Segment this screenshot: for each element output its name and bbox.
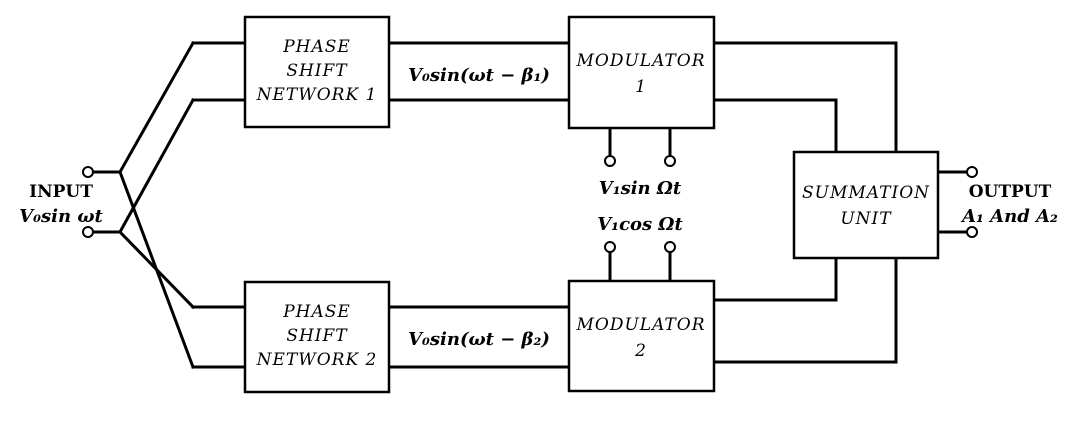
phase-shift-2-line1: PHASE (282, 302, 351, 322)
carrier-cos-terminal-left (604, 241, 616, 253)
output-terminal-bottom (966, 226, 978, 238)
modulator-1-line1: MODULATOR (575, 51, 705, 71)
modulator-1: MODULATOR 1 (567, 15, 716, 130)
carrier-cos-terminal-right (664, 241, 676, 253)
phase-shift-2-line2: SHIFT (286, 326, 348, 346)
output-terminal-top (966, 166, 978, 178)
summation-line2: UNIT (840, 209, 892, 229)
phase-shift-1-line1: PHASE (282, 37, 351, 57)
carrier-sin-terminal-right (664, 155, 676, 167)
modulator-to-summation-wiring (712, 41, 898, 364)
carrier-cos-label: V₁cos Ωt (597, 214, 683, 235)
phase-to-modulator-wiring (387, 41, 571, 369)
carrier-wiring (608, 126, 672, 283)
input-terminal-bottom (82, 226, 94, 238)
phase-shift-2-line3: NETWORK 2 (256, 350, 378, 370)
modulator-2: MODULATOR 2 (567, 279, 716, 393)
input-terminal-top (82, 166, 94, 178)
phase-shift-1-line2: SHIFT (286, 61, 348, 81)
summation-unit: SUMMATION UNIT (792, 150, 940, 260)
phase-shift-1-line3: NETWORK 1 (256, 85, 378, 105)
input-wiring (90, 40, 247, 369)
phase-shift-network-1: PHASE SHIFT NETWORK 1 (243, 15, 391, 129)
input-label: INPUT (29, 182, 93, 202)
modulator-2-line1: MODULATOR (575, 315, 705, 335)
modulator-1-line2: 1 (635, 77, 647, 97)
carrier-sin-terminal-left (604, 155, 616, 167)
summation-line1: SUMMATION (802, 183, 930, 203)
phase-output-1-label: V₀sin(ωt − β₁) (408, 65, 550, 86)
input-signal-label: V₀sin ωt (19, 206, 103, 227)
output-signal-label: A₁ And A₂ (960, 206, 1058, 227)
carrier-sin-label: V₁sin Ωt (599, 178, 682, 199)
output-label: OUTPUT (969, 182, 1052, 202)
output-wiring (936, 170, 970, 234)
phase-shift-network-2: PHASE SHIFT NETWORK 2 (243, 280, 391, 394)
modulator-2-line2: 2 (634, 341, 647, 361)
phase-output-2-label: V₀sin(ωt − β₂) (408, 329, 550, 350)
